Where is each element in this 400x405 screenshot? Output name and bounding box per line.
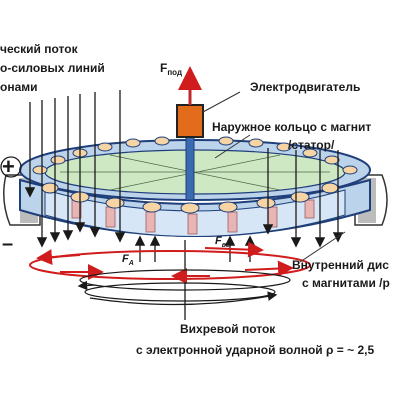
flux-label-line2: о-силовых линий: [0, 61, 105, 75]
inner-disk-spokes: [60, 154, 330, 191]
force-up-label: Fпод: [160, 61, 182, 77]
vortex-label-line2: с электронной ударной волной ρ = ~ 2,5: [136, 343, 375, 357]
field-lines-right: [262, 148, 344, 248]
outer-ring-magnets: [32, 136, 358, 175]
field-lines-left: [24, 90, 126, 248]
inner-disk-leader: [299, 231, 346, 263]
plus-circle: [0, 156, 22, 178]
inner-disk-label-line1: Внутренний дис: [292, 258, 389, 272]
inner-disk-label-line2: с магнитами /р: [302, 276, 390, 290]
vortex-label-line1: Вихревой поток: [180, 322, 276, 336]
outer-ring-label-line2: /статор/: [288, 138, 335, 152]
minus-sign: –: [2, 233, 13, 255]
flux-label-line1: ческий поток: [0, 42, 78, 56]
flux-label-line3: онами: [0, 80, 38, 94]
outer-ring-label-line1: Наружное кольцо с магнит: [212, 120, 372, 134]
motor-label: Электродвигатель: [250, 80, 361, 94]
force-ar-label: FА: [122, 253, 134, 267]
force-bg-label: Fвг: [215, 235, 230, 249]
vortex-red-loop: [29, 241, 311, 284]
vortex-black-swirls: [77, 269, 291, 306]
motor-block: [176, 104, 204, 138]
motor-leader: [202, 91, 241, 113]
rotor-magnet-slabs: [71, 199, 315, 235]
plus-sign: +: [2, 154, 15, 179]
motor-shaft: [185, 134, 195, 201]
outer-ring-leader: [214, 134, 251, 159]
